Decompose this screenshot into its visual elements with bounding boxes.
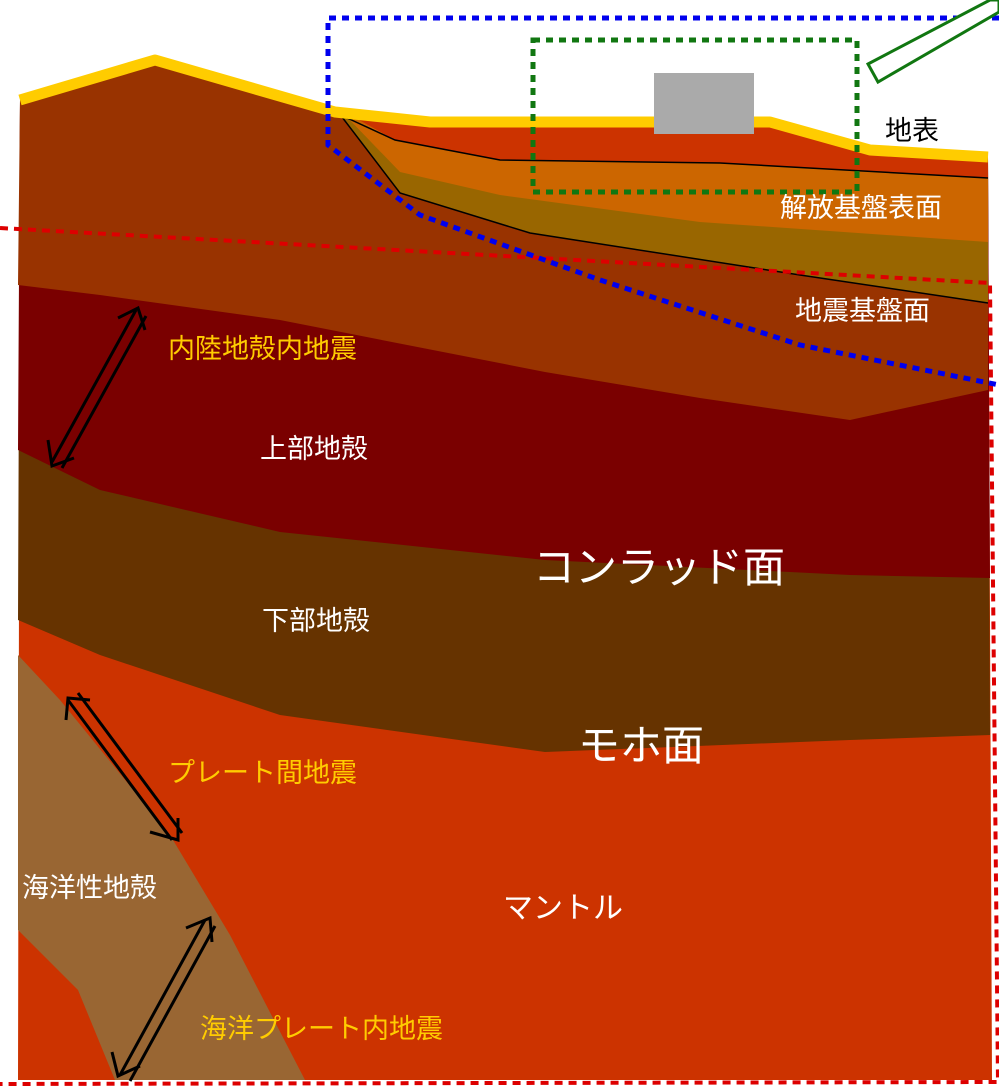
seismic-bedrock-boundary (341, 116, 989, 304)
building-block (654, 73, 754, 134)
engineering-bedrock-boundary (344, 116, 989, 179)
interplate-fault-arrow (64, 692, 184, 842)
seismic-bedrock-label: 地震基盤面 (795, 296, 930, 327)
conrad-discontinuity-label: コンラッド面 (533, 543, 785, 592)
green-dotted-region (530, 37, 860, 195)
red-dotted-region (0, 226, 999, 1086)
ground-surface-line (18, 54, 989, 163)
crustal-fault-arrow (46, 305, 148, 469)
lower-crust-label: 下部地殻 (262, 606, 370, 637)
interplate-earthquake-label: プレート間地震 (168, 758, 357, 789)
sediment-layer-top (350, 115, 988, 178)
blue-dotted-region (325, 15, 999, 388)
intraslab-fault-arrow (110, 915, 217, 1082)
oceanic-crust-label: 海洋性地殻 (22, 873, 157, 904)
mantle-label: マントル (503, 891, 623, 926)
green-callout-pointer (865, 0, 999, 85)
intraslab-earthquake-label: 海洋プレート内地震 (200, 1014, 443, 1045)
surface-label: 地表 (885, 116, 939, 147)
upper-crust-label: 上部地殻 (260, 434, 368, 465)
oceanic-crust-layer (18, 655, 305, 1080)
crustal-earthquake-label: 内陸地殻内地震 (168, 334, 357, 365)
moho-discontinuity-label: モホ面 (578, 721, 704, 770)
engineering-bedrock-label: 解放基盤表面 (780, 193, 942, 224)
